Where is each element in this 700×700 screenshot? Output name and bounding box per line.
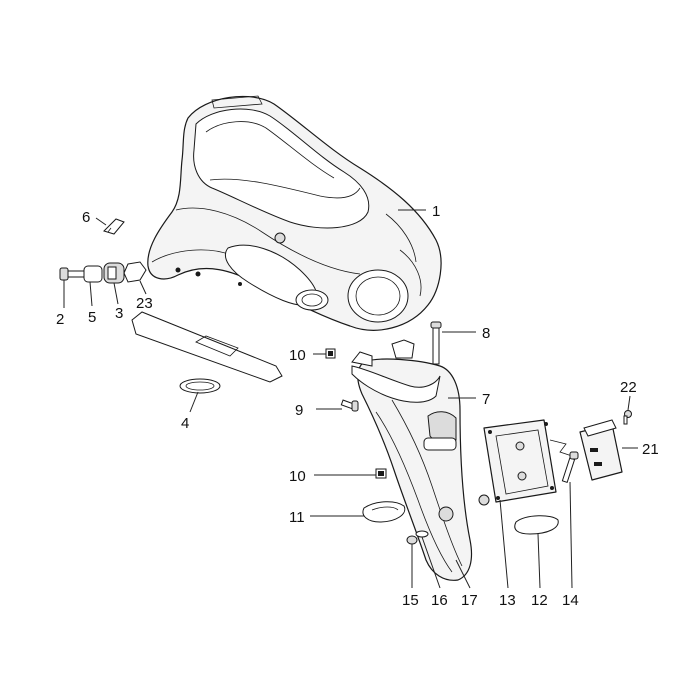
part-clip: [103, 218, 125, 235]
part-bolt-2: [59, 267, 87, 281]
callout-17: 17: [461, 592, 478, 609]
callout-5: 5: [88, 309, 96, 326]
part-rear-cowl: [147, 95, 442, 331]
part-screw-22: [623, 410, 632, 425]
callout-10-top: 10: [289, 347, 306, 364]
part-screw-8: [430, 321, 442, 365]
callout-12: 12: [531, 592, 548, 609]
part-washer-16: [415, 530, 429, 538]
callout-13: 13: [499, 592, 516, 609]
part-clip-10-top: [325, 348, 336, 359]
callout-11: 11: [289, 509, 305, 526]
callout-1: 1: [432, 203, 440, 220]
callout-16: 16: [431, 592, 448, 609]
callout-2: 2: [56, 311, 64, 328]
part-light-housing: [579, 419, 623, 481]
callout-14: 14: [562, 592, 579, 609]
callout-15: 15: [402, 592, 419, 609]
callout-8: 8: [482, 325, 490, 342]
callout-3: 3: [115, 305, 123, 322]
callout-21: 21: [642, 441, 659, 458]
part-grommet-3: [103, 262, 125, 284]
callout-labels: 1 2 3 4 5 6 7 8 9 10 10 11 12 13 14 15 1…: [56, 203, 659, 609]
callout-9: 9: [295, 402, 303, 419]
part-screw-9: [340, 399, 359, 412]
callout-22: 22: [620, 379, 637, 396]
part-nut-23: [123, 261, 147, 283]
part-plate-holder: [483, 419, 573, 503]
callout-7: 7: [482, 391, 490, 408]
part-lens-12: [514, 515, 559, 535]
part-clip-10-bottom: [375, 468, 387, 479]
leader-lines: [63, 209, 638, 589]
part-nut-15: [406, 535, 418, 545]
part-rear-mudguard: [351, 339, 490, 581]
part-reflector-plate: [131, 311, 283, 394]
part-screw-14: [561, 451, 579, 483]
part-spacer-5: [83, 265, 103, 283]
callout-23: 23: [136, 295, 153, 312]
callout-6: 6: [82, 209, 90, 226]
callout-10-bottom: 10: [289, 468, 306, 485]
callout-4: 4: [181, 415, 189, 432]
part-reflector-11: [362, 501, 406, 523]
